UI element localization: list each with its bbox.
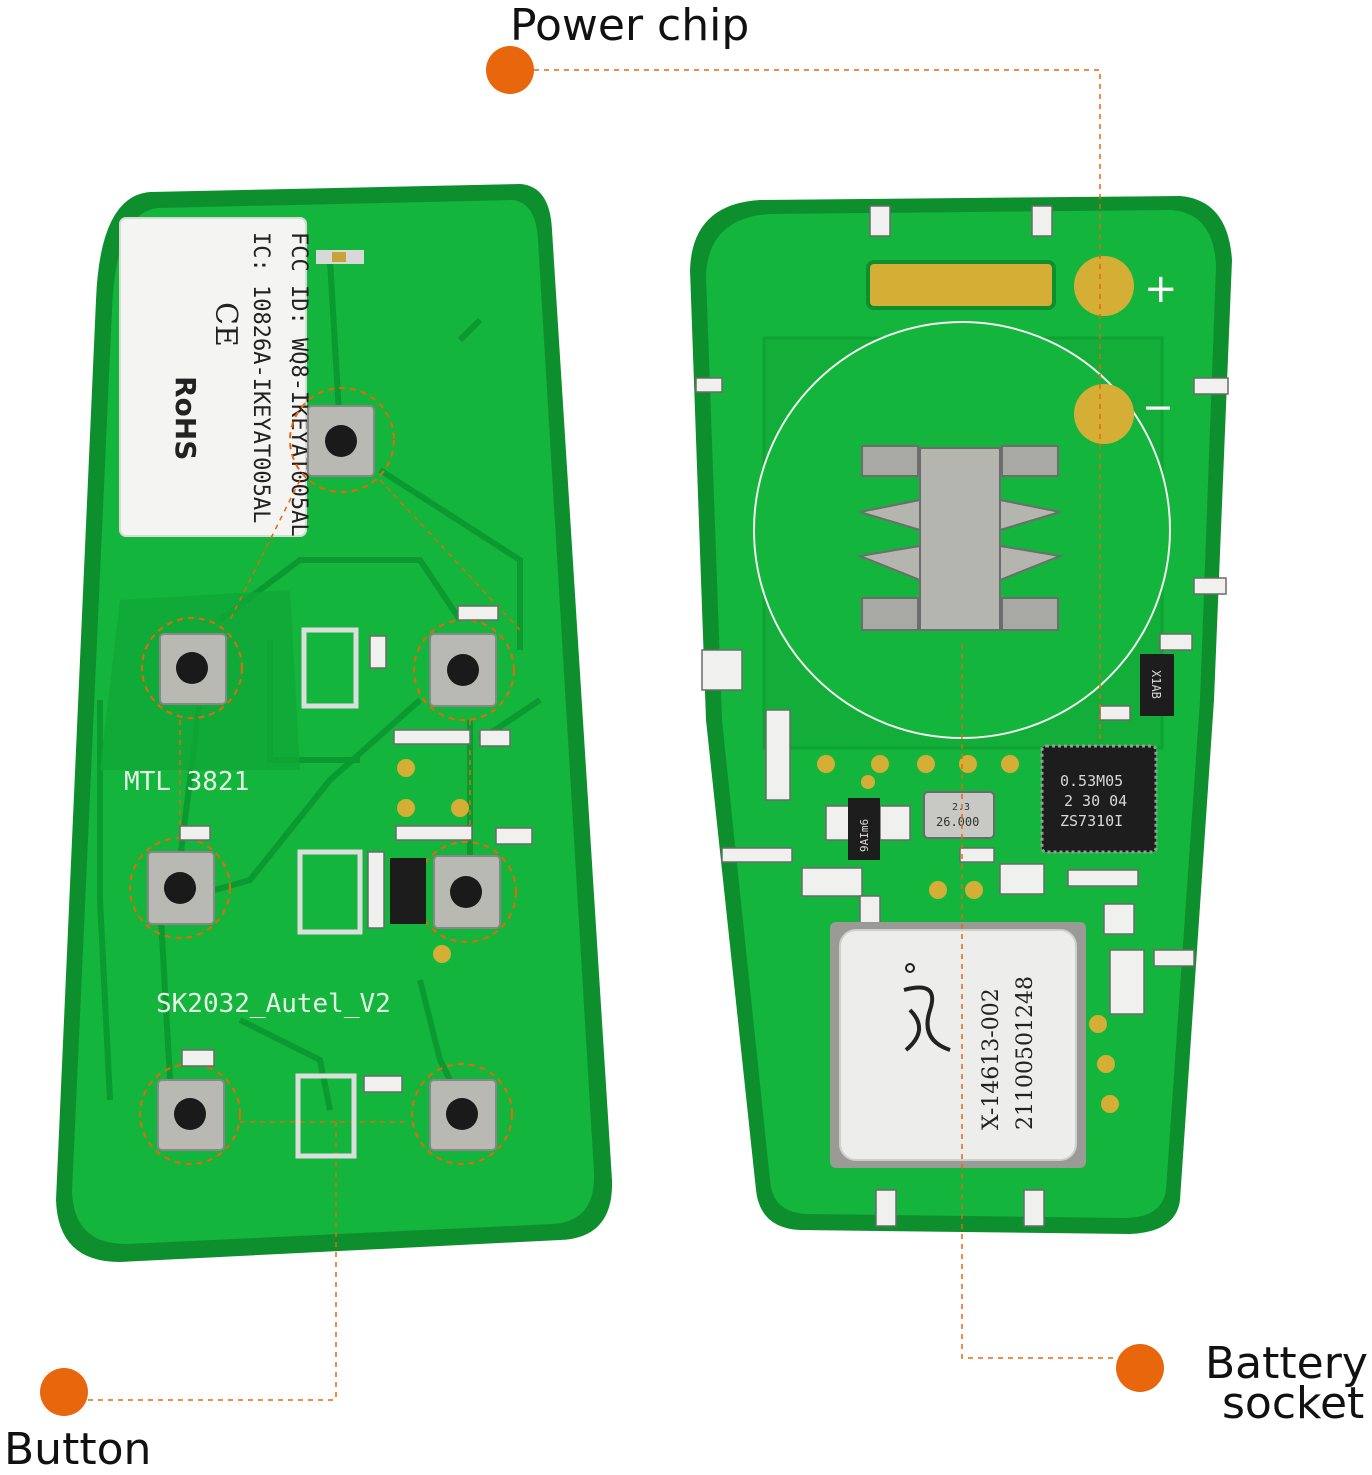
tact-button [415,841,517,943]
rf-shield: X-14613-002 21100501248 [830,922,1086,1168]
fcc-sticker: FCC ID: WQ8-IKEYAT005AL IC: 10826A-IKEYA… [119,217,311,537]
autel-logo [903,985,951,1052]
power-chip-dot [486,46,534,94]
ic-text: IC: 10826A-IKEYAT005AL [248,232,273,523]
minus-sign: − [1142,385,1174,429]
tact-button [139,1063,241,1165]
battery-socket-dot [1116,1344,1164,1392]
ic-chip [390,858,426,924]
fcc-id-text: FCC ID: WQ8-IKEYAT005AL [286,232,311,537]
gold-pads [397,759,469,963]
minus-terminal [1074,384,1134,444]
power-chip-leader [534,69,1101,740]
power-chip-line2: 2 30 04 [1064,792,1127,810]
tact-button [129,837,231,939]
crystal-line2: 2.3 [952,802,970,813]
ce-mark: CE [208,302,243,347]
small-chip-label: 9AIm6 [858,819,871,852]
tact-buttons [129,387,517,1165]
button-link-lines [179,479,521,1400]
power-chip: 0.53M05 2 30 04 ZS7310I [1040,744,1158,854]
shield-line1: X-14613-002 [979,988,1004,1130]
mtl-code: MTL 3821 [124,767,249,797]
tact-button [411,1063,513,1165]
right-gold-pads [817,755,1119,1113]
callout-lines [88,69,1116,1401]
plus-terminal [1074,256,1134,316]
board-name: SK2032_Autel_V2 [156,989,391,1019]
battery-socket-leader [961,644,1116,1359]
power-chip-line3: ZS7310I [1060,812,1123,830]
shield-line2: 21100501248 [1013,976,1038,1130]
smd-components [179,605,533,1159]
crystal-oscillator: 2.3 26.000 [923,791,995,839]
side-chip [1140,654,1174,716]
tact-button [289,387,395,493]
right-smd-components [695,205,1229,1227]
power-chip-line1: 0.53M05 [1060,772,1123,790]
right-board: + − [690,196,1232,1234]
left-board: FCC ID: WQ8-IKEYAT005AL IC: 10826A-IKEYA… [56,184,613,1400]
side-chip-label: X1AB [1149,670,1163,699]
tact-button [141,617,243,719]
power-chip-label: Power chip [510,0,750,51]
battery-socket-label-line2: socket [1222,1378,1365,1429]
button-label: Button [4,1424,152,1475]
plus-sign: + [1144,266,1178,312]
battery-contact [856,445,1064,631]
battery-socket-label-line1: Battery [1205,1338,1368,1389]
antenna-pad [866,260,1056,310]
rohs-mark: RoHS [169,376,202,460]
small-chip [848,798,880,860]
button-dot [40,1368,88,1416]
crystal-line1: 26.000 [936,815,979,829]
